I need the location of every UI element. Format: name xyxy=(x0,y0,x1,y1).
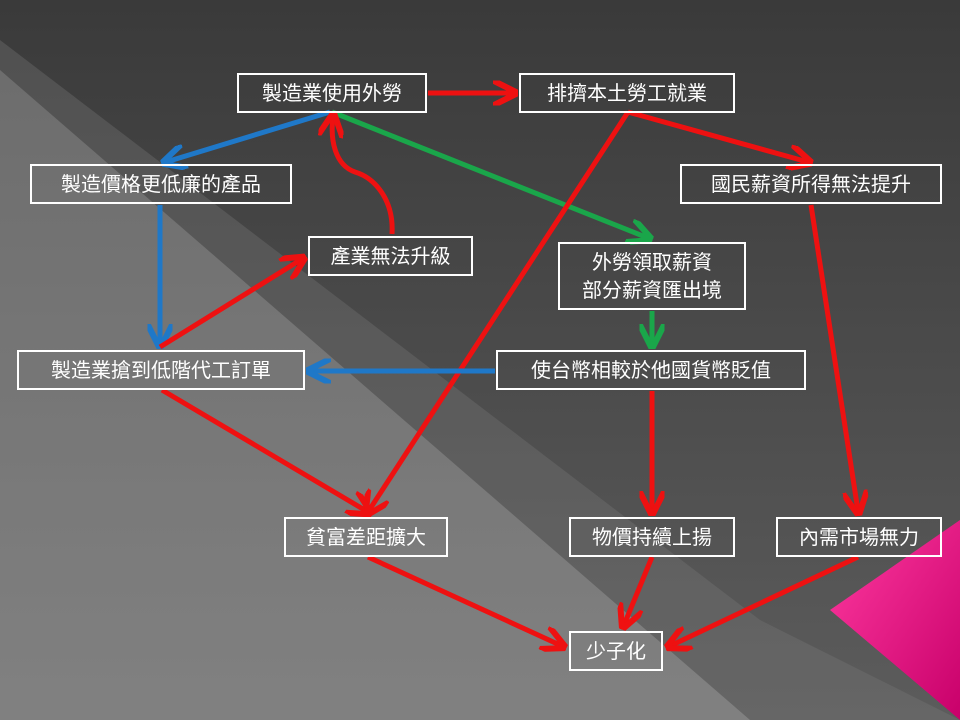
node-label-line1: 外勞領取薪資 xyxy=(592,250,712,274)
node-label: 排擠本土勞工就業 xyxy=(547,81,707,105)
node-label: 內需市場無力 xyxy=(799,525,919,549)
node-twd-depreciate: 使台幣相較於他國貨幣貶值 xyxy=(496,350,806,390)
node-label: 貧富差距擴大 xyxy=(306,525,426,549)
node-industry-upgrade: 產業無法升級 xyxy=(308,236,473,276)
arrow-weak-demand-to-low-birth xyxy=(670,554,860,646)
arrow-squeeze-to-national-income xyxy=(627,109,808,162)
node-manufacture-foreign: 製造業使用外勞 xyxy=(237,73,427,113)
node-foreign-salary: 外勞領取薪資 部分薪資匯出境 xyxy=(558,242,746,310)
node-label: 少子化 xyxy=(586,639,646,663)
arrow-manufacture-to-foreign-salary xyxy=(331,109,648,238)
node-label-line2: 部分薪資匯出境 xyxy=(582,278,722,302)
accent-magenta-triangle xyxy=(830,520,960,720)
node-label: 製造業使用外勞 xyxy=(262,81,402,105)
arrow-manufacture-to-cheaper xyxy=(166,109,331,162)
node-low-birth: 少子化 xyxy=(569,631,663,671)
node-label: 製造價格更低廉的產品 xyxy=(61,172,261,196)
arrow-national-income-to-weak-demand xyxy=(808,204,858,511)
arrow-wealth-gap-to-low-birth xyxy=(366,554,562,646)
node-label: 國民薪資所得無法提升 xyxy=(711,172,911,196)
node-low-orders: 製造業搶到低階代工訂單 xyxy=(17,350,305,390)
background-light-band xyxy=(0,70,750,720)
node-label: 產業無法升級 xyxy=(330,244,451,268)
node-prices-rise: 物價持續上揚 xyxy=(569,517,735,557)
node-weak-demand: 內需市場無力 xyxy=(776,517,942,557)
arrow-low-orders-to-upgrade xyxy=(158,259,302,350)
node-label: 使台幣相較於他國貨幣貶值 xyxy=(531,358,771,382)
node-wealth-gap: 貧富差距擴大 xyxy=(284,517,448,557)
arrow-prices-to-low-birth xyxy=(624,556,655,625)
node-label: 製造業搶到低階代工訂單 xyxy=(51,358,271,382)
node-squeeze-local: 排擠本土勞工就業 xyxy=(519,73,735,113)
node-national-income: 國民薪資所得無法提升 xyxy=(680,164,942,204)
arrow-upgrade-to-manufacture xyxy=(332,117,395,235)
node-cheaper-products: 製造價格更低廉的產品 xyxy=(30,164,292,204)
arrow-squeeze-to-wealth-gap xyxy=(368,110,631,512)
arrow-low-orders-to-wealth-gap xyxy=(160,387,368,512)
background-mid-band xyxy=(0,40,960,720)
node-label: 物價持續上揚 xyxy=(592,525,712,549)
